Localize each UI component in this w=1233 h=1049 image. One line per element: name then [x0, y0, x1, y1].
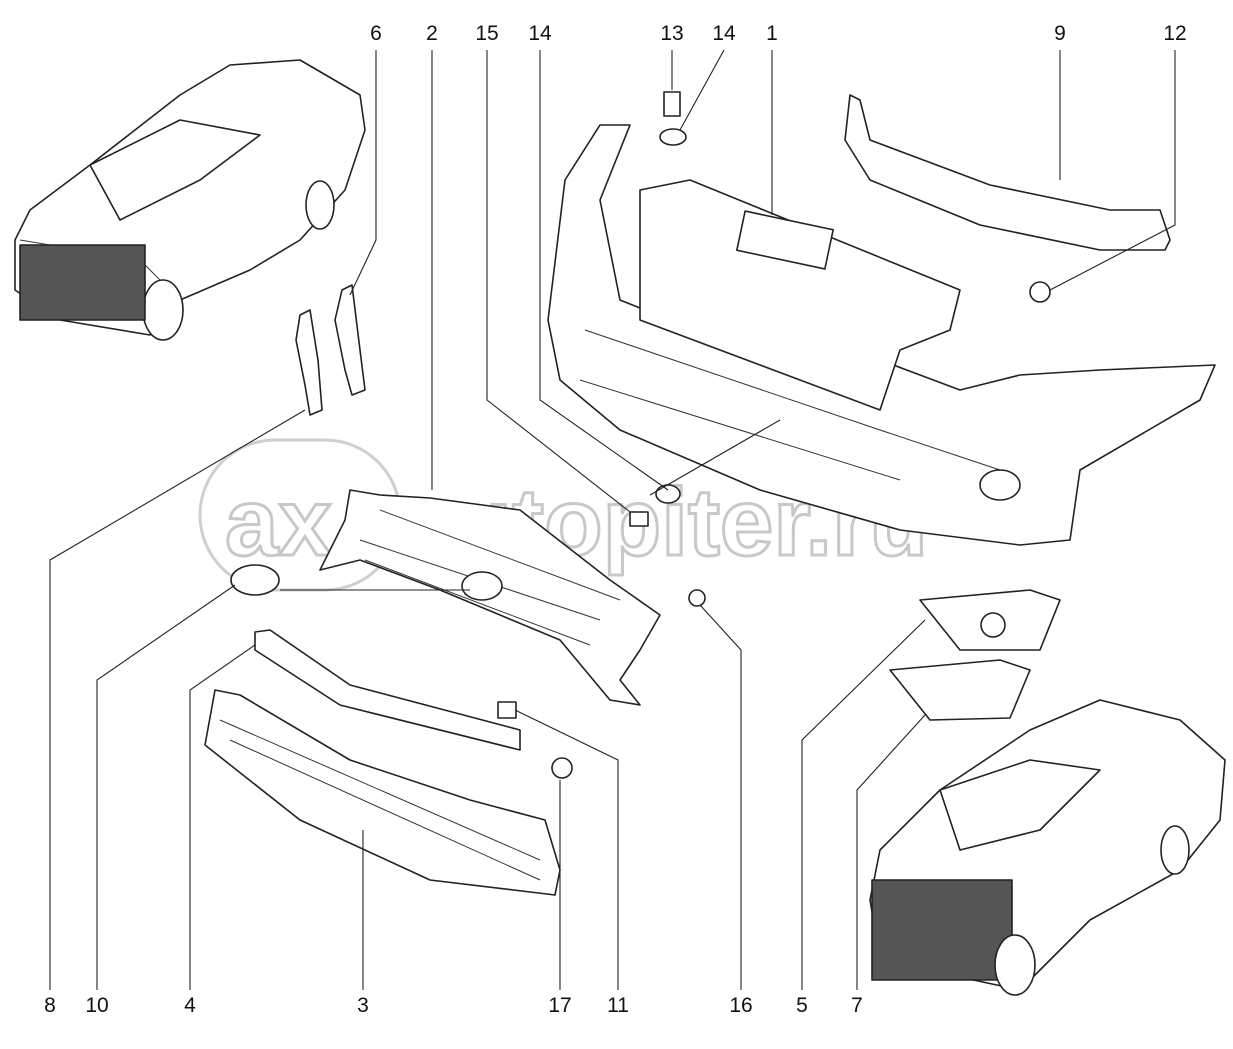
callout-c2: 2 [426, 22, 438, 45]
callout-c14a: 14 [528, 22, 552, 45]
callout-c11: 11 [607, 994, 629, 1017]
callout-c12: 12 [1163, 22, 1186, 45]
part-1-front-bumper [547, 124, 1216, 546]
callout-c14b: 14 [712, 22, 736, 45]
callout-c6: 6 [370, 22, 382, 45]
watermark-logo: ax [225, 469, 332, 576]
part-3-lower-grille [204, 689, 561, 896]
callout-c10: 10 [85, 994, 108, 1017]
part-16-nut [688, 589, 706, 607]
car-illustration-front-right [869, 699, 1226, 996]
callout-c9: 9 [1054, 22, 1066, 45]
callout-numbers: 6 2 15 14 13 14 1 9 12 8 10 4 3 17 11 16 5 7 [44, 22, 1187, 1017]
callout-c5: 5 [796, 994, 808, 1017]
part-17-clip [551, 757, 573, 779]
part-12-nut [1029, 281, 1051, 303]
part-2-radiator-grille [319, 489, 661, 706]
callout-c16: 16 [729, 994, 752, 1017]
part-8-bracket [295, 309, 323, 416]
part-15-screw [629, 511, 649, 527]
part-13-bolt [663, 91, 681, 117]
leader-lines [49, 49, 1176, 990]
callout-c7: 7 [851, 994, 863, 1017]
part-14-washer-top [659, 128, 687, 146]
callout-c8: 8 [44, 994, 56, 1017]
part-7-foglamp-cover [889, 659, 1031, 721]
callout-c3: 3 [357, 994, 369, 1017]
callout-c4: 4 [184, 994, 196, 1017]
callout-c15: 15 [475, 22, 498, 45]
part-11-clip [497, 701, 517, 719]
callout-c13: 13 [660, 22, 683, 45]
callout-c17: 17 [548, 994, 571, 1017]
part-5-foglamp-trim [919, 589, 1061, 651]
part-14-washer-mid [655, 484, 681, 504]
part-4-molding [254, 629, 521, 751]
part-6-bracket [334, 284, 366, 396]
car-illustration-front-left [14, 59, 366, 341]
part-10-emblem [230, 564, 280, 596]
part-9-bumper-beam [844, 94, 1171, 251]
callout-c1: 1 [766, 22, 778, 45]
